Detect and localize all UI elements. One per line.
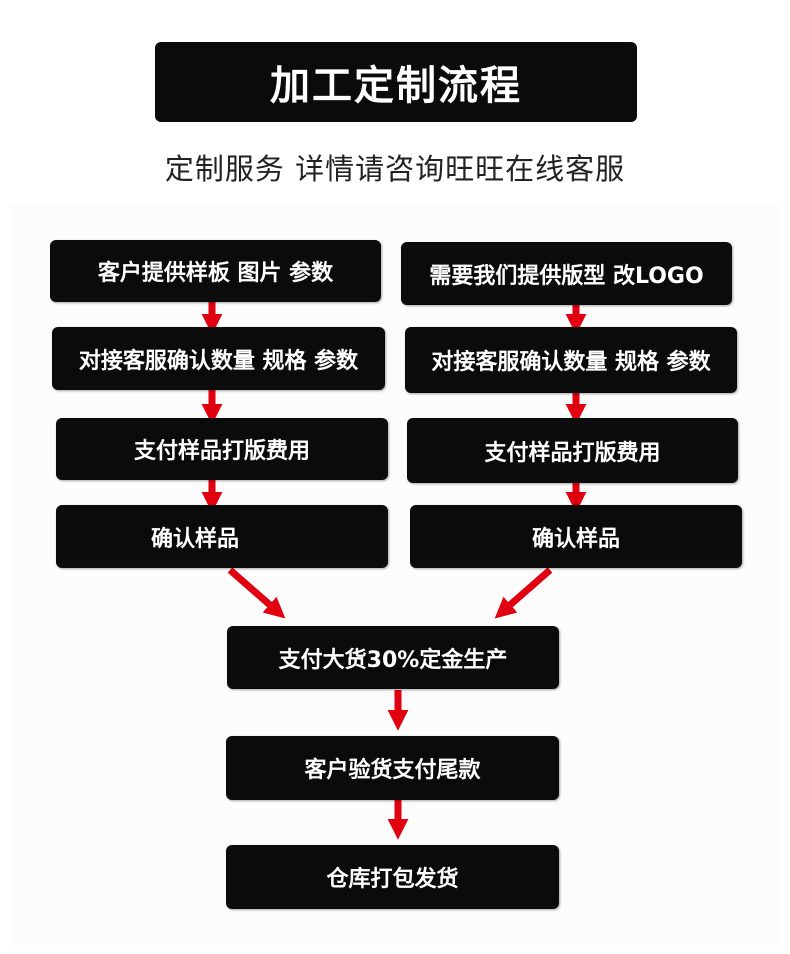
left-step-4: 确认样品 — [56, 505, 388, 568]
left-step-1: 客户提供样板 图片 参数 — [50, 240, 381, 302]
arrow-merge-left — [227, 567, 286, 619]
merge-step-1: 支付大货30%定金生产 — [227, 626, 559, 689]
arrow-merge-right — [494, 567, 553, 619]
page-title-box: 加工定制流程 — [155, 42, 637, 122]
left-step-3: 支付样品打版费用 — [56, 418, 388, 480]
left-step-2: 对接客服确认数量 规格 参数 — [52, 327, 385, 390]
page-title: 加工定制流程 — [270, 63, 522, 109]
right-step-1: 需要我们提供版型 改LOGO — [401, 242, 732, 305]
right-step-3: 支付样品打版费用 — [407, 418, 738, 483]
merge-step-2: 客户验货支付尾款 — [226, 736, 559, 800]
right-step-4: 确认样品 — [410, 505, 742, 568]
merge-step-3: 仓库打包发货 — [226, 845, 559, 909]
right-step-2: 对接客服确认数量 规格 参数 — [405, 327, 737, 393]
page-subtitle: 定制服务 详情请咨询旺旺在线客服 — [164, 152, 626, 186]
